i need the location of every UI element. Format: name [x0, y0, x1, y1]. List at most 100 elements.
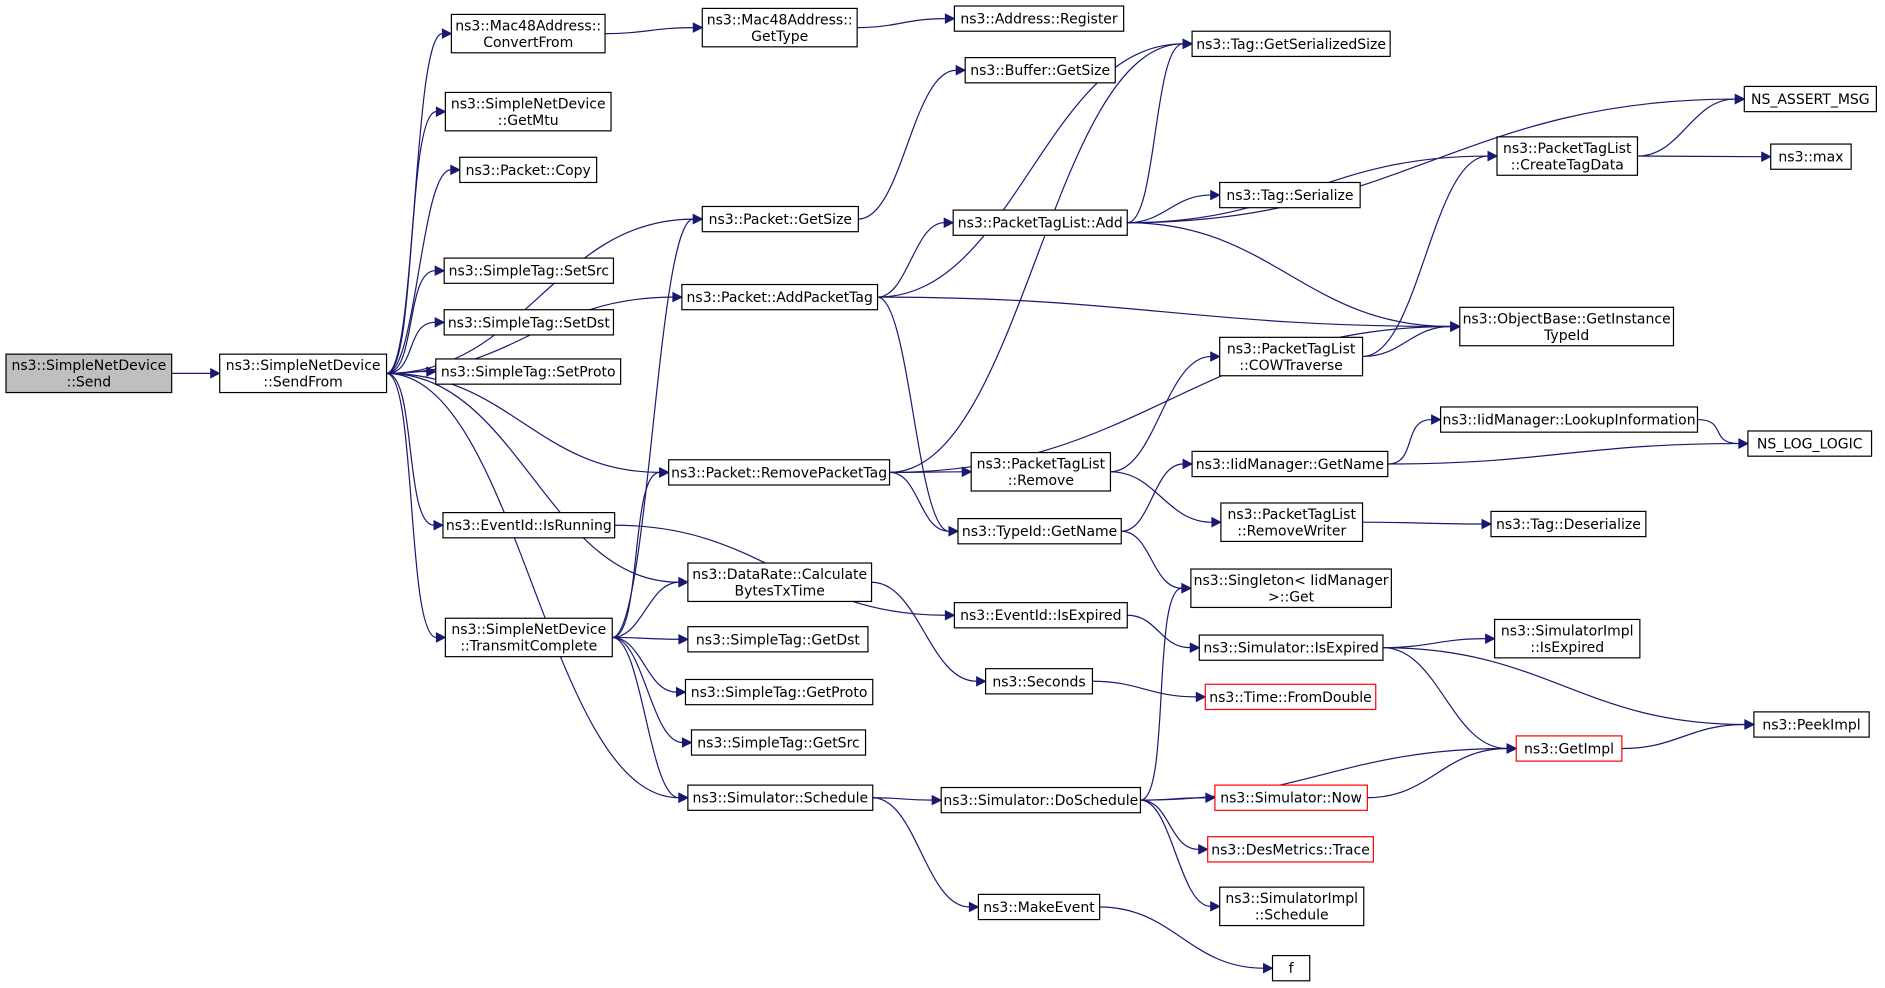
node-pkt_addtag[interactable]: ns3::Packet::AddPacketTag [681, 283, 879, 311]
node-mac_gettype[interactable]: ns3::Mac48Address::GetType [701, 7, 858, 48]
node-label: ::Send [66, 375, 111, 391]
edge-iid_lookup-to-ns_log [1697, 418, 1750, 449]
node-tag_serialize[interactable]: ns3::Tag::Serialize [1219, 181, 1361, 209]
arrowhead-icon [976, 675, 987, 687]
node-tag_getproto[interactable]: ns3::SimpleTag::GetProto [684, 678, 874, 706]
node-ns_assert[interactable]: NS_ASSERT_MSG [1743, 85, 1877, 113]
node-ns_log[interactable]: NS_LOG_LOGIC [1747, 430, 1873, 457]
node-getimpl[interactable]: ns3::GetImpl [1515, 735, 1623, 762]
node-label: ns3::Simulator::Schedule [693, 791, 869, 807]
node-box [684, 678, 874, 706]
node-box [1219, 181, 1361, 209]
node-label: ns3::Simulator::Now [1220, 791, 1362, 807]
node-ptl_cow[interactable]: ns3::PacketTagList::COWTraverse [1219, 336, 1364, 377]
node-ptl_remove[interactable]: ns3::PacketTagList::Remove [970, 451, 1112, 492]
node-label: ns3::SimpleTag::SetDst [448, 315, 611, 331]
node-f[interactable]: f [1271, 954, 1311, 982]
node-tag_setdst[interactable]: ns3::SimpleTag::SetDst [443, 309, 615, 336]
arrowhead-icon [961, 466, 973, 478]
node-iid_getname[interactable]: ns3::IidManager::GetName [1191, 450, 1389, 478]
node-box [1770, 143, 1852, 170]
node-ptl_removewriter[interactable]: ns3::PacketTagList::RemoveWriter [1220, 502, 1364, 543]
node-box [1207, 836, 1374, 863]
node-makeevent[interactable]: ns3::MakeEvent [977, 893, 1101, 921]
node-pkt_copy[interactable]: ns3::Packet::Copy [459, 156, 598, 184]
node-send[interactable]: ns3::SimpleNetDevice::Send [5, 353, 173, 394]
node-time_fromdouble[interactable]: ns3::Time::FromDouble [1204, 683, 1377, 711]
edge-sendfrom-to-pkt_removetag [386, 372, 670, 478]
node-sim_schedule[interactable]: ns3::Simulator::Schedule [687, 784, 874, 811]
node-buf_getsize[interactable]: ns3::Buffer::GetSize [964, 57, 1116, 84]
edge-sendfrom-to-pkt_getsize [386, 213, 704, 374]
node-tag_setsrc[interactable]: ns3::SimpleTag::SetSrc [443, 257, 615, 284]
node-eventid_running[interactable]: ns3::EventId::IsRunning [442, 512, 616, 539]
node-sim_now[interactable]: ns3::Simulator::Now [1214, 784, 1368, 811]
edge-sim_schedule-to-makeevent [872, 797, 980, 913]
node-iid_lookup[interactable]: ns3::IidManager::LookupInformation [1439, 406, 1699, 433]
arrowhead-icon [944, 13, 956, 24]
node-transmit[interactable]: ns3::SimpleNetDevice::TransmitComplete [444, 617, 613, 658]
edge-line [877, 43, 1184, 298]
node-label: ::TransmitComplete [460, 639, 597, 655]
node-ptl_createtag[interactable]: ns3::PacketTagList::CreateTagData [1496, 136, 1639, 176]
node-peekimpl[interactable]: ns3::PeekImpl [1753, 711, 1870, 738]
edge-line [1387, 442, 1739, 465]
node-pkt_getsize[interactable]: ns3::Packet::GetSize [701, 205, 859, 233]
node-simimpl_isexpired[interactable]: ns3::SimulatorImpl::IsExpired [1494, 618, 1641, 659]
node-label: ns3::Tag::Serialize [1226, 188, 1353, 204]
node-tag_getsrc[interactable]: ns3::SimpleTag::GetSrc [690, 729, 867, 756]
node-tag_deserialize[interactable]: ns3::Tag::Deserialize [1490, 510, 1647, 538]
node-tag_serializedsize[interactable]: ns3::Tag::GetSerializedSize [1191, 30, 1391, 58]
edge-line [871, 581, 977, 682]
node-addr_register[interactable]: ns3::Address::Register [953, 5, 1125, 32]
node-sim_isexpired[interactable]: ns3::Simulator::IsExpired [1198, 634, 1384, 661]
node-box [668, 459, 891, 486]
edge-ptl_add-to-tag_serialize [1127, 189, 1221, 224]
edge-line [1127, 43, 1184, 224]
node-pkt_removetag[interactable]: ns3::Packet::RemovePacketTag [668, 459, 891, 486]
arrowhead-icon [1431, 414, 1442, 425]
node-label: ns3::Packet::AddPacketTag [687, 290, 873, 306]
nodes-layer: ns3::SimpleNetDevice::Sendns3::SimpleNet… [5, 5, 1877, 982]
node-box [687, 626, 869, 653]
node-label: ns3::max [1778, 150, 1843, 166]
node-mac_convert[interactable]: ns3::Mac48Address::ConvertFrom [450, 13, 606, 54]
edge-line [386, 218, 694, 374]
node-ptl_add[interactable]: ns3::PacketTagList::Add [952, 209, 1128, 236]
node-tag_getdst[interactable]: ns3::SimpleTag::GetDst [687, 626, 869, 653]
node-box [1490, 510, 1647, 538]
node-desmetrics[interactable]: ns3::DesMetrics::Trace [1207, 836, 1374, 863]
node-box [970, 451, 1112, 492]
node-singleton_get[interactable]: ns3::Singleton< IidManager>::Get [1190, 568, 1392, 609]
edge-line [889, 471, 950, 532]
edge-ptl_add-to-tag_serializedsize [1127, 38, 1194, 224]
node-box [1271, 954, 1311, 982]
node-tag_setproto[interactable]: ns3::SimpleTag::SetProto [435, 358, 622, 385]
node-seconds[interactable]: ns3::Seconds [984, 668, 1094, 695]
arrowhead-icon [450, 164, 461, 176]
edge-seconds-to-time_fromdouble [1092, 680, 1207, 703]
arrowhead-icon [1210, 189, 1221, 201]
node-sim_doschedule[interactable]: ns3::Simulator::DoSchedule [940, 786, 1142, 814]
edge-line [612, 218, 694, 639]
edge-line [1110, 355, 1211, 473]
node-box [1753, 711, 1870, 738]
node-getmtu[interactable]: ns3::SimpleNetDevice::GetMtu [444, 91, 612, 132]
node-simimpl_schedule[interactable]: ns3::SimulatorImpl::Schedule [1219, 886, 1365, 927]
edge-transmit-to-sim_schedule [612, 636, 689, 804]
edge-line [386, 321, 436, 374]
edge-datarate-to-seconds [871, 581, 987, 687]
arrowhead-icon [931, 794, 943, 806]
node-typeid_getname[interactable]: ns3::TypeId::GetName [957, 518, 1122, 545]
node-sendfrom[interactable]: ns3::SimpleNetDevice::SendFrom [219, 353, 388, 394]
edge-ptl_remove-to-ptl_cow [1110, 351, 1221, 473]
node-box [1204, 683, 1377, 711]
node-max[interactable]: ns3::max [1770, 143, 1852, 170]
node-eventid_expired[interactable]: ns3::EventId::IsExpired [953, 602, 1128, 629]
arrowhead-icon [1487, 150, 1499, 162]
node-box [1747, 430, 1873, 457]
edge-pkt_removetag-to-objbase_gettypeid [889, 321, 1461, 473]
node-label: ns3::ObjectBase::GetInstance [1463, 311, 1671, 327]
